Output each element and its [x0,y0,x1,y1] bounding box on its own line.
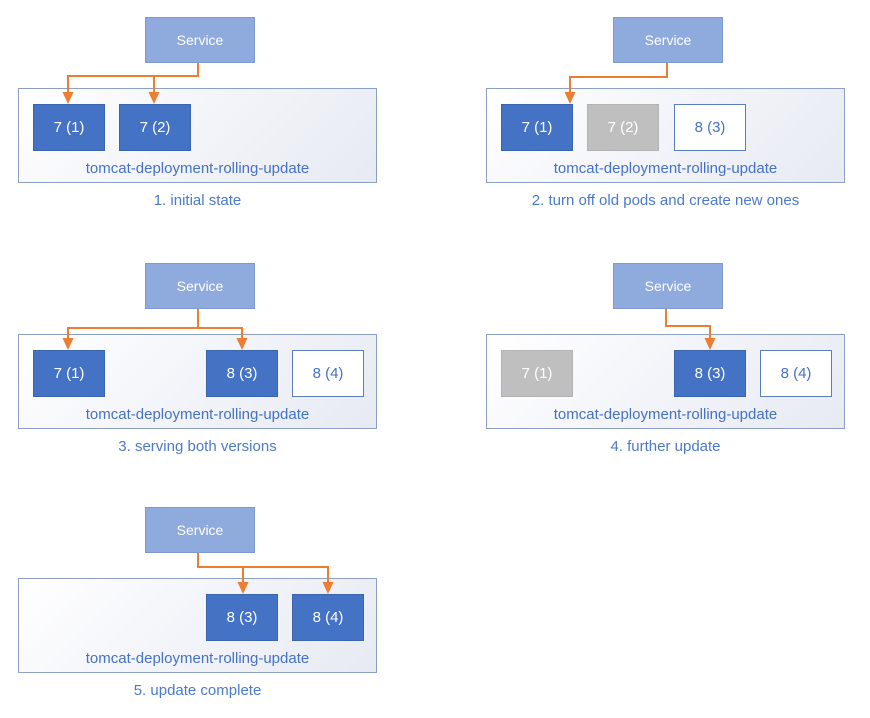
service-label: Service [176,278,224,294]
pod-label: 8 (4) [780,365,812,382]
panel-caption: 1. initial state [153,192,242,209]
pod-label: 8 (3) [694,119,726,136]
service-node: Service [613,17,723,63]
pod-node: 7 (1) [501,350,573,397]
pod-node: 7 (2) [587,104,659,151]
deployment-label: tomcat-deployment-rolling-update [85,406,310,423]
pod-label: 8 (4) [312,365,344,382]
pod-node: 8 (4) [292,350,364,397]
service-node: Service [145,263,255,309]
panel-update-complete: Service 8 (3) 8 (4) tomcat-deployment-ro… [0,490,412,718]
deployment-container: 7 (1) 8 (3) 8 (4) tomcat-deployment-roll… [18,334,377,429]
pod-label: 7 (2) [139,119,171,136]
deployment-container: 7 (1) 7 (2) tomcat-deployment-rolling-up… [18,88,377,183]
pod-node: 8 (3) [674,104,746,151]
pod-label: 8 (4) [312,609,344,626]
panel-caption: 3. serving both versions [118,438,277,455]
pod-node: 8 (3) [206,350,278,397]
service-node: Service [613,263,723,309]
deployment-container: 7 (1) 8 (3) 8 (4) tomcat-deployment-roll… [486,334,845,429]
service-label: Service [644,278,692,294]
service-node: Service [145,507,255,553]
deployment-label: tomcat-deployment-rolling-update [85,650,310,667]
panel-caption: 2. turn off old pods and create new ones [531,192,800,209]
pod-node: 8 (4) [760,350,832,397]
service-node: Service [145,17,255,63]
panel-initial-state: Service 7 (1) 7 (2) tomcat-deployment-ro… [0,0,412,240]
pod-node: 8 (3) [674,350,746,397]
pod-node: 7 (1) [33,350,105,397]
deployment-container: 7 (1) 7 (2) 8 (3) tomcat-deployment-roll… [486,88,845,183]
panel-caption: 5. update complete [133,682,262,699]
pod-label: 7 (2) [607,119,639,136]
panel-caption: 4. further update [610,438,721,455]
pod-node: 7 (2) [119,104,191,151]
service-label: Service [176,32,224,48]
panel-further-update: Service 7 (1) 8 (3) 8 (4) tomcat-deploym… [468,246,870,486]
pod-label: 7 (1) [521,365,553,382]
deployment-label: tomcat-deployment-rolling-update [553,160,778,177]
pod-node: 8 (3) [206,594,278,641]
deployment-label: tomcat-deployment-rolling-update [553,406,778,423]
pod-label: 7 (1) [53,119,85,136]
service-label: Service [176,522,224,538]
pod-node: 8 (4) [292,594,364,641]
deployment-container: 8 (3) 8 (4) tomcat-deployment-rolling-up… [18,578,377,673]
panel-serving-both-versions: Service 7 (1) 8 (3) 8 (4) tomcat-deploym… [0,246,412,486]
deployment-label: tomcat-deployment-rolling-update [85,160,310,177]
pod-node: 7 (1) [33,104,105,151]
pod-label: 7 (1) [53,365,85,382]
pod-label: 7 (1) [521,119,553,136]
service-label: Service [644,32,692,48]
panel-turn-off-old-pods: Service 7 (1) 7 (2) 8 (3) tomcat-deploym… [468,0,870,240]
pod-label: 8 (3) [694,365,726,382]
pod-label: 8 (3) [226,609,258,626]
pod-node: 7 (1) [501,104,573,151]
pod-label: 8 (3) [226,365,258,382]
